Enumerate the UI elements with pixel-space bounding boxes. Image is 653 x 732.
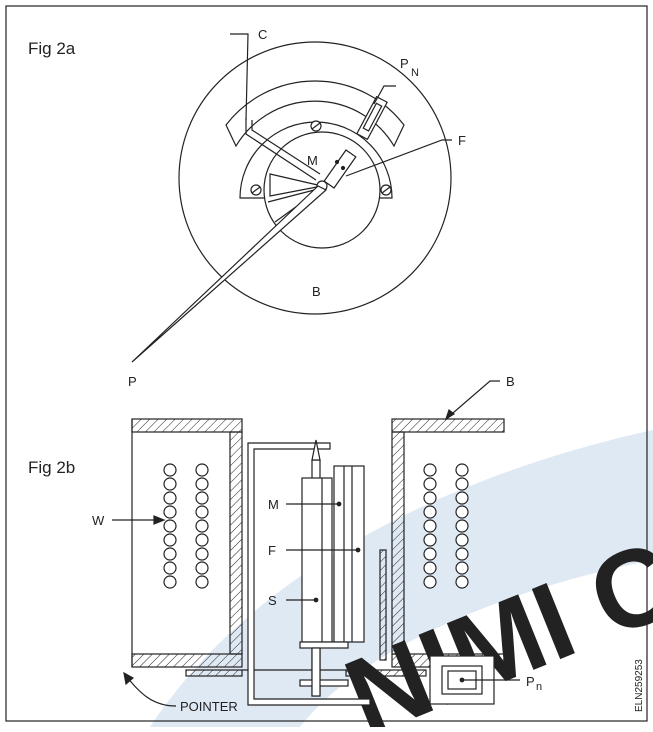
label-s: S <box>268 593 277 608</box>
label-pn: P <box>400 56 409 71</box>
vane <box>269 173 323 197</box>
linkage-arm <box>245 118 317 181</box>
pointer-arm <box>247 442 371 706</box>
fixed-iron-f <box>333 465 365 643</box>
label-p: P <box>128 374 137 389</box>
label-c: C <box>258 27 267 42</box>
fig-2b <box>112 380 520 707</box>
base-disc <box>178 41 452 315</box>
bobbin-wall-left <box>229 431 243 655</box>
label-m-2b: M <box>268 497 279 512</box>
label-f-2b: F <box>268 543 276 558</box>
fixed-plate-f <box>323 149 357 189</box>
label-f: F <box>458 133 466 148</box>
label-b-2b: B <box>506 374 515 389</box>
coil-winding-left <box>163 463 209 589</box>
leader-lines <box>112 380 520 707</box>
bottom-flange-left <box>131 653 243 668</box>
arc-coil-c <box>225 80 405 148</box>
pointer-needle <box>131 185 328 363</box>
lower-bearing <box>299 641 349 649</box>
coil-winding-right <box>423 463 469 589</box>
top-flange-right <box>391 418 505 433</box>
label-pn-2b: P <box>526 674 535 689</box>
label-pn-2b-subscript: n <box>536 681 542 693</box>
figure-code: ELN259253 <box>634 659 645 712</box>
top-flange-left <box>131 418 243 433</box>
moving-iron-m <box>301 477 333 643</box>
base-strip <box>185 669 243 677</box>
outer-border <box>5 5 648 722</box>
fig-2a <box>131 33 452 363</box>
label-pointer: POINTER <box>180 699 238 714</box>
label-m: M <box>307 153 318 168</box>
label-w: W <box>92 513 105 528</box>
label-b: B <box>312 284 321 299</box>
fig-2b-title: Fig 2b <box>28 458 75 477</box>
screw <box>250 120 392 196</box>
label-pn-subscript: N <box>411 67 419 79</box>
bobbin-wall-right <box>391 431 405 655</box>
fig-2a-title: Fig 2a <box>28 39 76 58</box>
